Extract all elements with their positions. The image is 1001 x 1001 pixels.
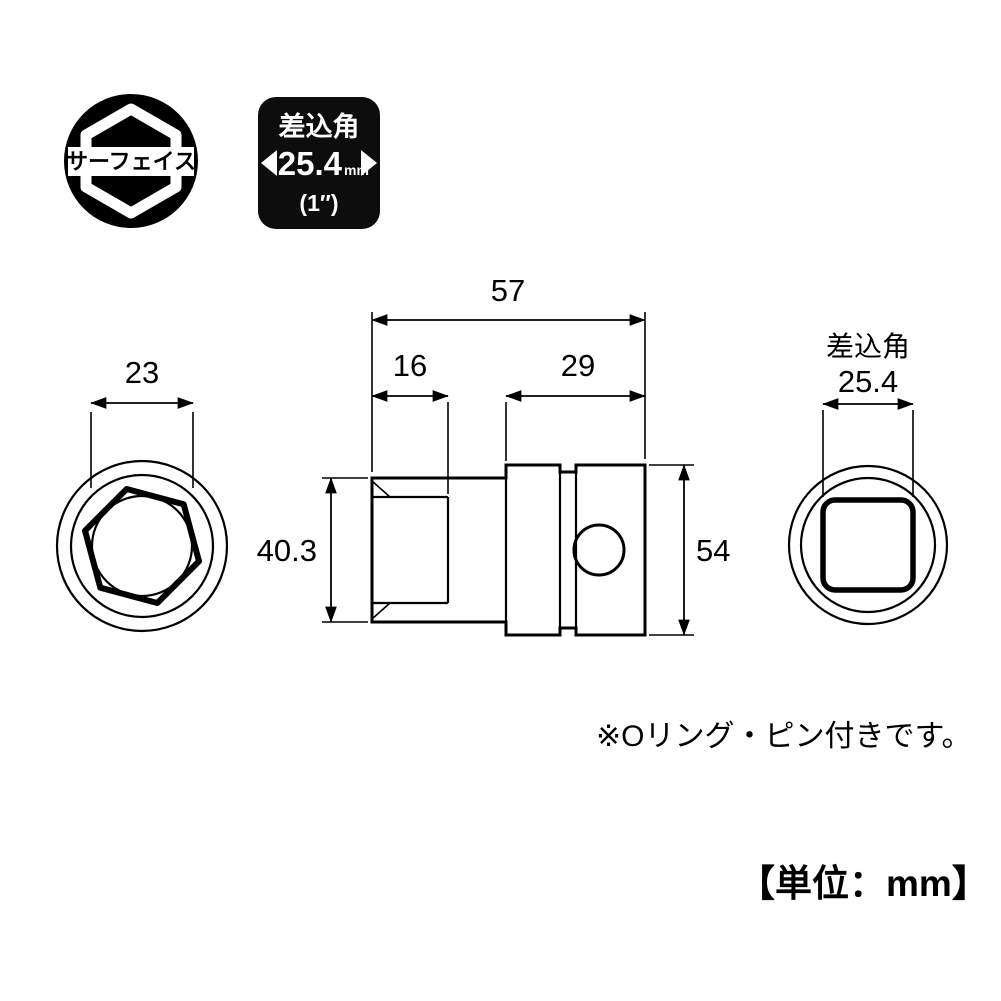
logo-label: サーフェイス <box>66 149 196 174</box>
unit-label: 【単位：mm】 <box>738 863 989 904</box>
dim-drive-length: 29 <box>561 348 595 383</box>
dim-body-height: 54 <box>696 533 730 568</box>
arrow-left-icon <box>261 150 277 176</box>
badge-value: 25.4 <box>278 145 343 182</box>
badge-title: 差込角 <box>279 111 360 142</box>
side-view: 57 16 29 40.3 54 <box>257 273 730 637</box>
chamfer-line <box>371 602 391 620</box>
dim-head-height: 40.3 <box>257 533 317 568</box>
oring-pin-note: ※Oリング・ピン付きです。 <box>596 720 971 753</box>
logo-text-band <box>68 147 194 176</box>
front-view: 23 <box>55 355 229 633</box>
front-inner-circle <box>90 494 194 598</box>
rear-outer-circle <box>787 464 949 626</box>
arrow-right-icon <box>361 150 377 176</box>
drive-size-badge: 差込角 25.4 mm (1″) <box>258 97 380 229</box>
pin-hole-circle <box>572 523 626 577</box>
front-chamfer-circle <box>69 473 215 619</box>
badge-inch: (1″) <box>299 190 338 216</box>
rear-view: 差込角 25.4 <box>787 331 949 626</box>
square-drive-icon <box>820 497 916 593</box>
rear-drive-label: 差込角 <box>826 331 910 362</box>
dim-total-length: 57 <box>491 273 525 308</box>
surface-logo: サーフェイス <box>64 94 198 228</box>
side-body-outline <box>370 463 647 637</box>
chamfer-line <box>371 480 391 498</box>
rear-inner-circle <box>799 476 937 614</box>
logo-hexagon-icon <box>80 103 182 219</box>
front-hexagon-icon <box>82 486 202 606</box>
dim-hex-width: 23 <box>125 355 159 390</box>
badge-unit: mm <box>344 162 369 178</box>
front-outer-circle <box>55 459 229 633</box>
dim-drive-size: 25.4 <box>838 364 898 399</box>
badge-background <box>258 97 380 229</box>
dim-head-depth: 16 <box>393 348 427 383</box>
